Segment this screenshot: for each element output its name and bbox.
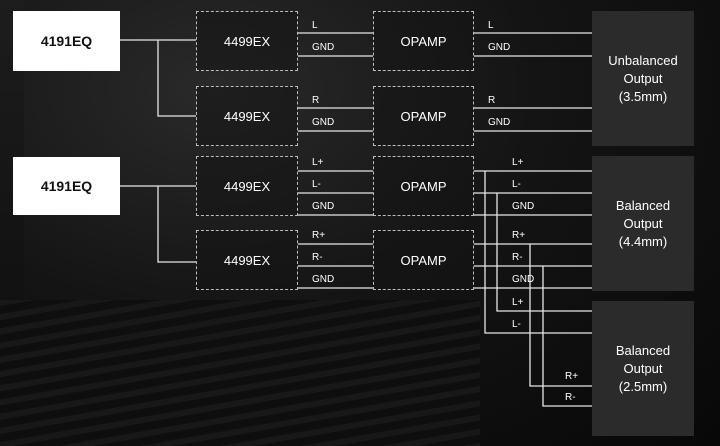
balanced-output-4-4mm: Balanced Output (4.4mm) <box>592 156 694 291</box>
opamp-label-gnd: GND <box>488 117 511 128</box>
dac-3: 4499EX <box>196 156 298 216</box>
wire <box>298 170 373 216</box>
dac-label-l-minus: L- <box>312 179 321 190</box>
balanced-label-gnd: GND <box>512 201 535 212</box>
wire <box>474 170 592 216</box>
dac-label-l-plus: L+ <box>312 157 324 168</box>
balanced-label-r-plus: R+ <box>512 230 526 241</box>
unbalanced-output-3-5mm: Unbalanced Output (3.5mm) <box>592 11 694 146</box>
dac-1: 4499EX <box>196 11 298 71</box>
wire <box>474 243 592 289</box>
opamp-label-gnd: GND <box>488 42 511 53</box>
balanced-label-gnd: GND <box>512 274 535 285</box>
wire <box>298 32 373 132</box>
eq-chip-2: 4191EQ <box>13 157 120 215</box>
background-texture <box>0 300 480 446</box>
opamp-label-l: L <box>488 20 494 31</box>
opamp-label-r: R <box>488 95 496 106</box>
dac-label-r-minus: R- <box>312 252 323 263</box>
balanced-output-2-5mm: Balanced Output (2.5mm) <box>592 301 694 436</box>
opamp-1: OPAMP <box>373 11 474 71</box>
wire <box>496 193 505 312</box>
dac-label-r-plus: R+ <box>312 230 326 241</box>
wire <box>120 39 196 117</box>
wire <box>474 32 592 132</box>
dac-4: 4499EX <box>196 230 298 290</box>
dac-label-l: L <box>312 20 318 31</box>
opamp-4: OPAMP <box>373 230 474 290</box>
wire <box>120 185 196 263</box>
dac-label-gnd: GND <box>312 201 335 212</box>
dac-label-gnd: GND <box>312 42 335 53</box>
opamp-2: OPAMP <box>373 86 474 146</box>
balanced-label-l-minus: L- <box>512 179 521 190</box>
dac-label-gnd: GND <box>312 117 335 128</box>
wire <box>484 171 505 334</box>
dac-label-r: R <box>312 95 320 106</box>
wire <box>529 244 592 387</box>
dac-label-gnd: GND <box>312 274 335 285</box>
wire <box>298 243 373 289</box>
wire <box>542 266 592 407</box>
dac-2: 4499EX <box>196 86 298 146</box>
balanced-label-l-plus: L+ <box>512 157 524 168</box>
eq-chip-1: 4191EQ <box>13 11 120 71</box>
opamp-3: OPAMP <box>373 156 474 216</box>
balanced-label-r-minus: R- <box>512 252 523 263</box>
wire <box>505 310 592 334</box>
balanced-2-5-label-r-plus: R+ <box>565 371 579 382</box>
balanced-2-5-label-l-plus: L+ <box>512 297 524 308</box>
balanced-2-5-label-l-minus: L- <box>512 319 521 330</box>
balanced-2-5-label-r-minus: R- <box>565 392 576 403</box>
